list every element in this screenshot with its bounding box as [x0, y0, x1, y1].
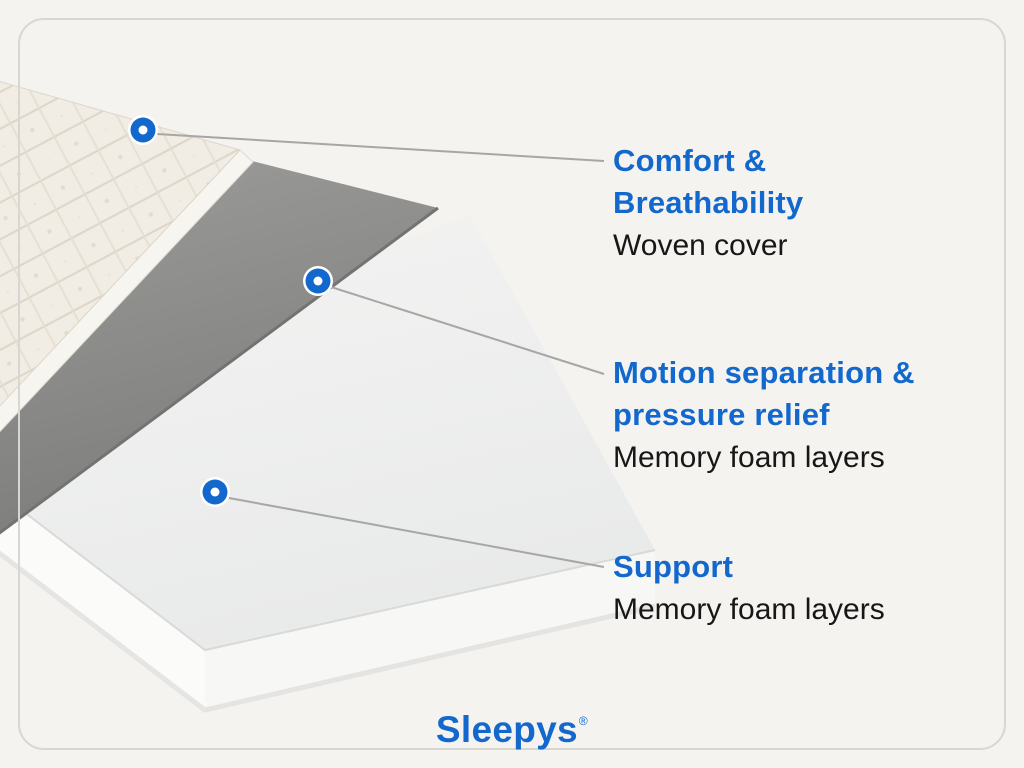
- callout-title-line: pressure relief: [613, 397, 830, 432]
- support-foam-left-face: [0, 493, 205, 712]
- callout-line-support: [228, 497, 605, 568]
- sleepys-logo-text: Sleepys: [435, 709, 578, 750]
- callout-subtitle: Memory foam layers: [613, 441, 885, 474]
- support-foam-top: [0, 215, 655, 650]
- callout-support: Support Memory foam layers: [613, 546, 1013, 631]
- memory-foam-edge-line: [0, 206, 439, 535]
- callout-motion-separation: Motion separation & pressure relief Memo…: [613, 352, 1013, 479]
- callout-title-line: Comfort &: [613, 143, 767, 178]
- callout-title-line: Support: [613, 549, 734, 584]
- callout-title-line: Motion separation &: [613, 355, 915, 390]
- callout-comfort: Comfort & Breathability Woven cover: [613, 140, 1013, 267]
- support-foam-front-face: [205, 550, 655, 712]
- callout-dot-support: [200, 477, 230, 507]
- memory-foam-layer: [0, 160, 438, 533]
- callout-subtitle: Memory foam layers: [613, 593, 885, 626]
- woven-cover-layer: [0, 81, 241, 407]
- registered-trademark: ®: [578, 714, 589, 728]
- callout-dot-motion: [303, 266, 333, 296]
- callout-title-line: Breathability: [613, 185, 804, 220]
- callout-dot-comfort: [128, 115, 158, 145]
- callout-line-comfort: [156, 133, 605, 162]
- sleepys-logo: Sleepys®: [0, 709, 1024, 751]
- callout-subtitle: Woven cover: [613, 229, 788, 262]
- callout-line-motion: [330, 286, 605, 375]
- support-foam-bottom-shadow: [0, 550, 656, 713]
